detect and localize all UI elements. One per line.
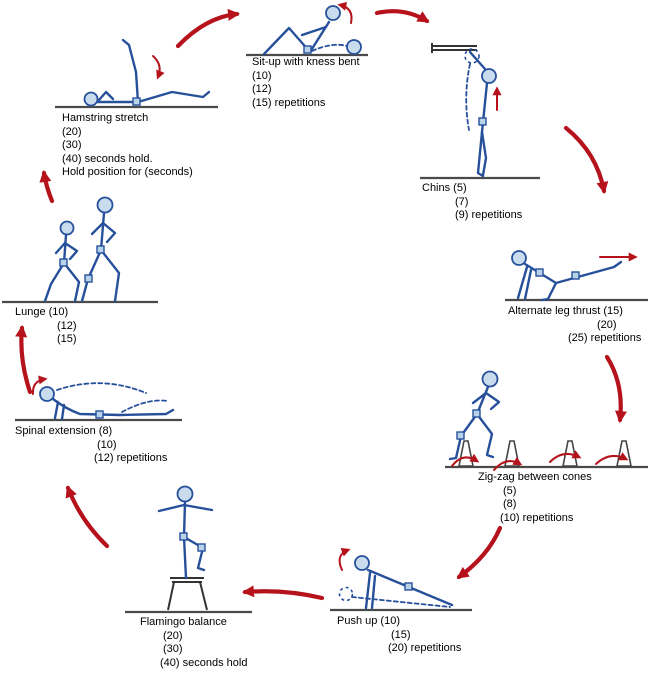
station-zigzag-label: Zig-zag between cones (5) (8) (10) repet… <box>478 471 592 525</box>
arrow-legthrust-to-zigzag <box>604 354 627 423</box>
station-label-line: (10) repetitions <box>500 511 574 524</box>
station-label-line: (20) repetitions <box>388 642 462 654</box>
arrow-hamstring-to-situp <box>175 8 240 49</box>
station-label-line: (12) repetitions <box>94 452 168 464</box>
station-label-line: (8) <box>503 498 517 510</box>
station-label-line: Chins (5) <box>422 182 467 194</box>
arrow-chins-to-legthrust <box>563 125 609 194</box>
station-label-line: (9) repetitions <box>455 209 523 221</box>
situp-motion-arrow <box>337 1 353 24</box>
zigzag-path-arrow-2 <box>493 456 523 471</box>
hamstring-motion-arrow <box>152 55 165 80</box>
station-label-line: (12) <box>57 319 77 332</box>
station-label-line: Push up (10) <box>337 615 400 627</box>
station-label-line: Lunge (10) <box>15 306 69 318</box>
spinal-extension-figure <box>15 375 182 422</box>
station-hamstring-stretch-label: Hamstring stretch (20) (30) (40) seconds… <box>62 112 193 180</box>
station-flamingo-label: Flamingo balance (20) (30) (40) seconds … <box>140 616 247 670</box>
station-label-line: (20) <box>597 318 617 331</box>
spinal-motion-arrow <box>31 375 48 395</box>
situp-figure <box>246 1 368 57</box>
alternate-leg-thrust-figure <box>505 250 648 302</box>
arrow-situp-to-chins <box>374 9 430 24</box>
station-label-line: (10) <box>252 69 272 82</box>
zigzag-between-cones-figure <box>445 370 648 471</box>
station-label-line: (15) <box>57 333 77 345</box>
station-alternate-leg-thrust-label: Alternate leg thrust (15) (20) (25) repe… <box>508 305 641 346</box>
cone-4 <box>616 440 632 467</box>
station-label-line: (40) seconds hold <box>160 656 248 669</box>
arrow-lunge-to-hamstring <box>39 170 55 204</box>
station-label-line: (40) seconds hold. <box>62 152 153 165</box>
station-label-line: (5) <box>503 484 517 497</box>
station-label-line: Hamstring stretch <box>62 112 149 124</box>
lunge-figure <box>2 196 158 304</box>
station-label-line: (12) <box>252 83 272 95</box>
chins-figure <box>420 43 540 180</box>
station-label-line: Zig-zag between cones <box>478 471 592 483</box>
station-label-line: Spinal extension (8) <box>15 425 113 437</box>
station-label-line: (15) repetitions <box>252 96 326 109</box>
station-label-line: (15) <box>391 628 411 641</box>
station-label-line: (20) <box>62 125 82 138</box>
station-label-line: (20) <box>163 629 183 642</box>
arrow-flamingo-to-spinal <box>65 485 110 549</box>
station-label-line: Sit-up with kness bent <box>252 56 360 68</box>
station-situp-label: Sit-up with kness bent (10) (12) (15) re… <box>252 56 360 110</box>
station-label-line: (30) <box>62 139 82 151</box>
arrow-pushup-to-flamingo <box>242 585 325 601</box>
zigzag-path-arrow-3 <box>549 450 582 463</box>
pushup-figure <box>330 548 472 612</box>
zigzag-path-arrow-1 <box>451 453 480 467</box>
station-label-line: (10) <box>97 438 117 451</box>
arrow-spinal-to-lunge <box>15 325 33 395</box>
cone-1 <box>458 440 474 467</box>
station-label-line: (25) repetitions <box>568 332 642 344</box>
flamingo-balance-figure <box>125 485 252 614</box>
station-lunge-label: Lunge (10) (12) (15) <box>15 306 77 347</box>
arrow-zigzag-to-pushup <box>456 525 503 580</box>
station-label-line: Alternate leg thrust (15) <box>508 305 623 317</box>
station-label-line: Hold position for (seconds) <box>62 166 193 178</box>
station-label-line: (7) <box>455 195 469 208</box>
balance-stool <box>167 577 208 611</box>
station-pushup-label: Push up (10) (15) (20) repetitions <box>337 615 461 656</box>
hamstring-stretch-figure <box>55 38 218 109</box>
station-label-line: Flamingo balance <box>140 616 227 628</box>
station-spinal-extension-label: Spinal extension (8) (10) (12) repetitio… <box>15 425 167 466</box>
pushup-motion-arrow <box>338 548 351 571</box>
zigzag-path-arrow-4 <box>595 452 629 465</box>
station-label-line: (30) <box>163 643 183 655</box>
station-chins-label: Chins (5) (7) (9) repetitions <box>422 182 522 223</box>
